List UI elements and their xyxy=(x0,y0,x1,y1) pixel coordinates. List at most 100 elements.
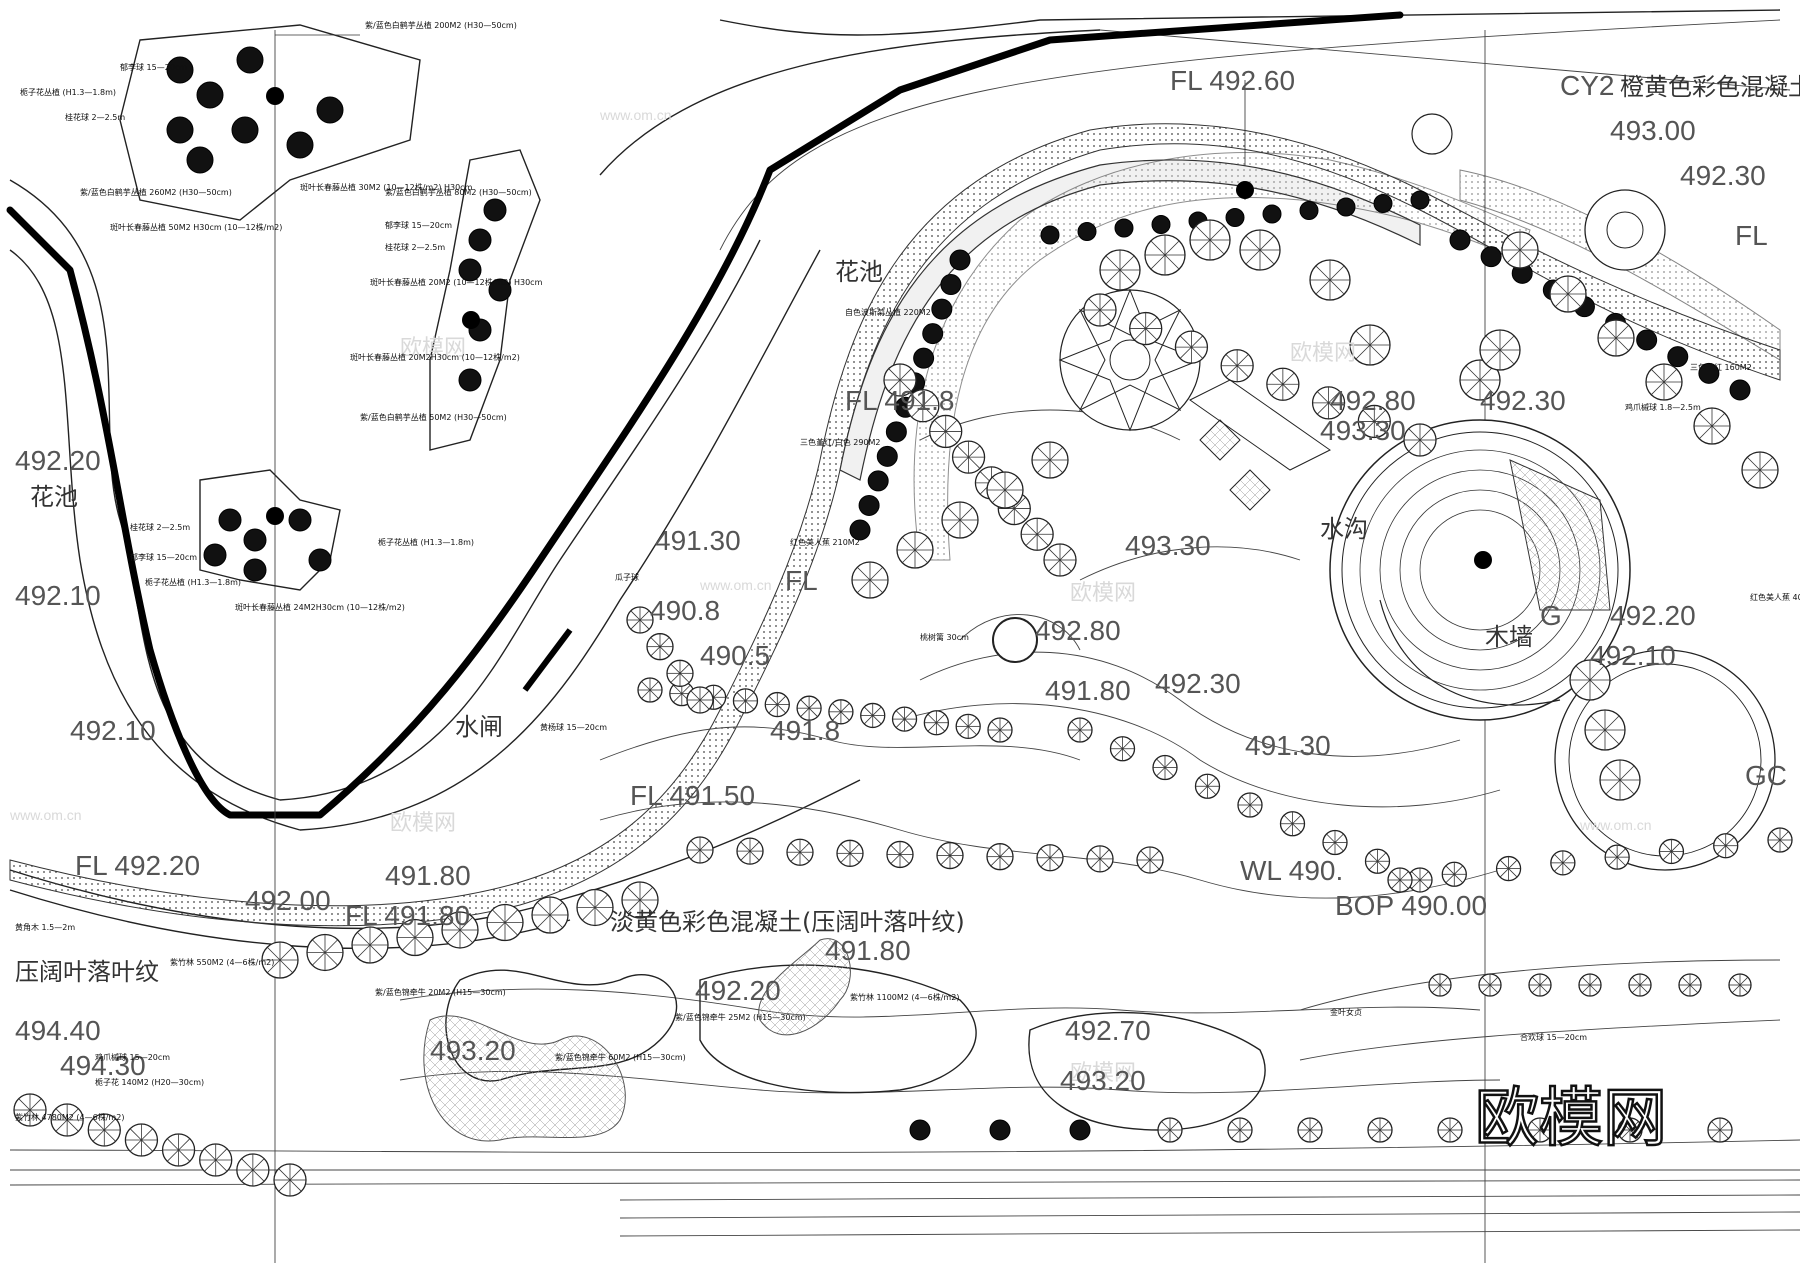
tree-symbol xyxy=(1373,194,1393,213)
elevation-label: G xyxy=(1540,600,1562,631)
tree-symbol xyxy=(1449,229,1471,251)
plant-note: 桂花球 2—2.5m xyxy=(130,522,190,532)
plant-notes: 紫/蓝色白鹤芋丛植 200M2 (H30—50cm) 栀子花丛植 (H1.3—1… xyxy=(15,20,1800,1122)
elevation-label: FL 491.8 xyxy=(845,385,954,416)
watermark-url: www.om.cn xyxy=(699,577,772,593)
elevation-label: 493.30 xyxy=(1125,530,1211,561)
elevation-label: 492.10 xyxy=(15,580,101,611)
shrub-zones xyxy=(423,938,1266,1142)
tree-symbol xyxy=(236,46,264,74)
plant-note: 郁李球 15—20cm xyxy=(120,62,187,72)
concrete-label-top: 橙黄色彩色混凝土( xyxy=(1620,73,1800,101)
plant-note: 栀子花 140M2 (H20—30cm) xyxy=(95,1077,204,1087)
trees-layer xyxy=(13,46,1793,1197)
plant-note: 金叶女贞 xyxy=(1330,1007,1362,1017)
plant-note: 紫/蓝色白鹤芋丛植 260M2 (H30—50cm) xyxy=(80,187,232,197)
elevation-label: 494.40 xyxy=(15,1015,101,1046)
elevation-label: 493.20 xyxy=(1060,1065,1146,1096)
elevation-label: 492.10 xyxy=(70,715,156,746)
watermark-text: 欧模网 xyxy=(1070,1061,1136,1086)
elevation-label: 491.80 xyxy=(1045,675,1131,706)
elevation-label: FL 491.50 xyxy=(630,780,755,811)
plant-note: 红色美人蕉 40M2 xyxy=(1750,592,1800,602)
plant-note: 栀子花丛植 (H1.3—1.8m) xyxy=(145,577,241,587)
tree-symbol xyxy=(849,519,871,541)
plant-note: 紫竹林 1100M2 (4—6株/m2) xyxy=(850,992,959,1002)
plant-note: 红色美人蕉 210M2 xyxy=(790,537,860,547)
tree-symbol xyxy=(203,543,227,567)
elevation-label: 491.80 xyxy=(385,860,471,891)
tree-symbol xyxy=(458,368,482,392)
elevation-label: GC xyxy=(1745,760,1787,791)
plant-note: 斑叶长春藤丛植 20M2H30cm (10—12株/m2) xyxy=(350,352,520,362)
elevation-label: 492.20 xyxy=(15,445,101,476)
tree-symbol xyxy=(1336,197,1356,217)
tree-symbol xyxy=(286,131,314,159)
plant-note: 桂花球 2—2.5m xyxy=(385,242,445,252)
tree-symbol xyxy=(1069,1119,1091,1141)
tree-symbol xyxy=(196,81,224,109)
plant-note: 瓜子球 xyxy=(615,572,639,582)
tree-symbol xyxy=(1040,225,1060,245)
elevation-label: 492.80 xyxy=(1330,385,1416,416)
gate-mark xyxy=(522,628,573,692)
tree-symbol xyxy=(468,228,492,252)
watermark-text: 欧模网 xyxy=(390,811,456,836)
tree-symbol xyxy=(885,421,907,443)
elevation-label: 493.20 xyxy=(430,1035,516,1066)
tree-symbol xyxy=(186,146,214,174)
water-gate-label: 水闸 xyxy=(455,713,503,741)
left-road xyxy=(6,11,1404,831)
elevation-label: 492.20 xyxy=(695,975,781,1006)
plant-note: 斑叶长春藤丛植 50M2 H30cm (10—12株/m2) xyxy=(110,222,282,232)
elevation-label: FL xyxy=(1735,220,1768,251)
elevation-label: 492.30 xyxy=(1680,160,1766,191)
watermark-url: www.om.cn xyxy=(599,107,672,123)
tree-symbol xyxy=(1480,246,1502,268)
plant-note: 斑叶长春藤丛植 24M2H30cm (10—12株/m2) xyxy=(235,602,405,612)
elevation-label: FL 492.60 xyxy=(1170,65,1295,96)
plant-note: 自色波斯菊丛植 220M2 xyxy=(845,307,931,317)
tree-symbol xyxy=(483,198,507,222)
plant-note: 紫竹林 4780M2 (4—6株/m2) xyxy=(15,1112,124,1122)
amphitheater xyxy=(1329,419,1631,721)
tree-symbol xyxy=(1077,222,1097,241)
plant-note: 紫/蓝色白鹤芋丛植 80M2 (H30—50cm) xyxy=(385,187,532,197)
plant-note: 紫/蓝色锦牵牛 60M2 (H15—30cm) xyxy=(555,1052,686,1062)
watermark-text: 欧模网 xyxy=(400,336,466,361)
survey-points xyxy=(266,87,1492,663)
tree-symbol xyxy=(1151,215,1171,234)
lower-road xyxy=(9,779,1800,1237)
leaf-pattern-label: 压阔叶落叶纹 xyxy=(15,958,159,986)
elevation-label: 492.10 xyxy=(1590,640,1676,671)
plant-note: 郁李球 15—20cm xyxy=(130,552,197,562)
tree-symbol xyxy=(1698,362,1720,384)
elevation-label: 492.00 xyxy=(245,885,331,916)
elevation-label: 492.20 xyxy=(1610,600,1696,631)
plant-note: 紫/蓝色白鹤芋丛植 200M2 (H30—50cm) xyxy=(365,20,517,30)
elevation-label: 492.30 xyxy=(1155,668,1241,699)
plant-note: 三色堇红/白色 290M2 xyxy=(800,437,881,447)
plant-note: 鸡爪槭球 1.8—2.5m xyxy=(1625,402,1701,412)
watermark-url: www.om.cn xyxy=(9,807,82,823)
tree-symbol xyxy=(243,528,267,552)
watermark-text: 欧模网 xyxy=(1290,341,1356,366)
tree-symbol xyxy=(931,298,953,320)
tree-symbol xyxy=(1262,204,1282,224)
plant-note: 栀子花丛植 (H1.3—1.8m) xyxy=(378,537,474,547)
water-channel-label: 水沟 xyxy=(1320,515,1368,543)
elevation-label: 493.30 xyxy=(1320,415,1406,446)
elevation-label: 491.30 xyxy=(655,525,741,556)
plant-note: 紫/蓝色锦牵牛 25M2 (H15—30cm) xyxy=(675,1012,806,1022)
wood-wall-label: 木墙 xyxy=(1485,623,1533,651)
plant-note: 斑叶长春藤丛植 20M2 (10—12株/m2) H30cm xyxy=(370,277,543,287)
plant-note: 黄杨球 15—20cm xyxy=(540,722,607,732)
elevation-label: 492.30 xyxy=(1480,385,1566,416)
elevation-label: CY2 xyxy=(1560,70,1614,101)
plant-note: 紫/蓝色锦牵牛 20M2 (H15—30cm) xyxy=(375,987,506,997)
tree-symbol xyxy=(1667,346,1689,368)
elevation-label: 492.70 xyxy=(1065,1015,1151,1046)
elevation-label: 491.80 xyxy=(825,935,911,966)
elevation-label: 490.8 xyxy=(650,595,720,626)
elevation-label: WL 490. xyxy=(1240,855,1343,886)
